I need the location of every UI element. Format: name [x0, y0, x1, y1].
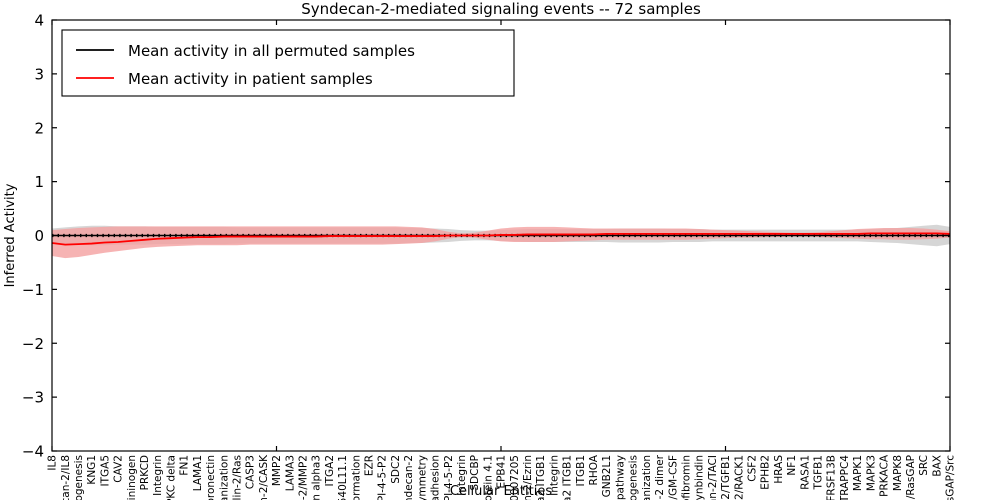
x-category-label: Syndecan-2/Ezrin	[522, 455, 534, 500]
x-category-label: Syndecan-2/Fibronectin	[205, 455, 217, 500]
x-category-label: Syndecan-2/IL8	[60, 455, 72, 500]
x-category-label: CSF2	[747, 455, 759, 482]
x-category-label: Syndecan-2/Laminin alpha3	[311, 455, 323, 500]
x-category-label: RASA1	[799, 455, 811, 490]
x-category-label: Syndecan-2/Syntenin/PI-4-5-P2	[443, 455, 455, 500]
y-tick-label: −1	[22, 281, 44, 299]
x-category-label: TRAPPC4	[839, 455, 851, 500]
legend-label-1: Mean activity in all permuted samples	[128, 42, 415, 60]
patient-mean-line	[51, 232, 951, 246]
x-axis-label: Cellular Entities	[450, 484, 552, 499]
y-tick-label: −3	[22, 389, 44, 407]
x-category-label: Syndecan-2/Kininogen	[126, 455, 138, 500]
x-category-label: PRKCD	[139, 455, 151, 490]
x-category-label: SDCBP	[469, 455, 481, 491]
x-category-label: TNFRSF13B	[826, 455, 838, 500]
x-category-label: LAMA3	[284, 455, 296, 491]
x-category-label: HRAS	[773, 455, 785, 484]
x-category-label: BAX	[931, 455, 943, 477]
x-category-label: Syndecan-2/MMP2	[298, 455, 310, 500]
x-category-label: ITGB1	[575, 455, 587, 487]
x-category-label: Syndecan-2/CASK	[258, 454, 270, 500]
x-category-label: DNA mediated transformation	[350, 455, 362, 500]
y-tick-label: 1	[34, 173, 44, 191]
x-category-label: TGFB1	[813, 455, 825, 490]
x-category-label: calcineurin-NFAT signaling pathway	[614, 455, 626, 500]
x-category-label: SRC	[918, 455, 930, 476]
x-category-label: GO:0007205	[509, 455, 521, 500]
x-category-label: CAV2	[113, 455, 125, 483]
x-category-label: MAPK8	[892, 455, 904, 491]
x-category-label: EPHB2	[760, 455, 772, 490]
x-category-label: Syndecan-2/Synbindin	[694, 455, 706, 500]
legend-box	[61, 29, 515, 97]
x-category-label: positive regulation of cell-cell adhesio…	[430, 455, 442, 500]
x-category-label: Syndecan-2/alpha2/beta1 Integrin	[456, 455, 468, 500]
x-category-label: MAPK3	[865, 455, 877, 491]
x-category-label: ITGA2	[324, 455, 336, 487]
x-category-label: RP11-540L11.1	[337, 455, 349, 500]
x-category-label: actin cytoskeleton reorganization	[218, 455, 230, 500]
x-category-label: FGFR/FGF/Syndecan-2	[403, 455, 415, 500]
x-category-label: Syndecan-2/alpha2 ITGB1	[562, 455, 574, 500]
x-category-label: Syndecan-2/Caveolin-2/Ras	[231, 455, 243, 500]
y-tick-label: −2	[22, 335, 44, 353]
y-tick-label: 0	[34, 227, 44, 245]
x-category-label: PRKACA	[879, 454, 891, 497]
x-category-label: Syndecan-2 dimer	[654, 454, 666, 500]
x-category-label: MMP2	[271, 455, 283, 486]
y-tick-label: −4	[22, 443, 44, 461]
x-category-label: dendrite morphogenesis	[628, 455, 640, 500]
x-category-label: alpha2/beta1 Integrin	[548, 455, 560, 500]
x-category-label: Syndecan-2/PKC delta	[165, 455, 177, 500]
x-category-label: extracellular matrix organization	[641, 455, 653, 500]
x-category-label: SDC2	[390, 455, 402, 484]
x-category-label: KNG1	[86, 455, 98, 485]
x-category-label: FN1	[179, 455, 191, 476]
x-category-label: angiogenesis	[73, 455, 85, 500]
y-tick-label: 4	[34, 12, 44, 30]
x-category-label: EZR	[364, 455, 376, 476]
x-category-label: mol:PI-4-5-P2	[377, 455, 389, 500]
x-category-label: alpha2 ITGB1	[535, 455, 547, 500]
x-category-label: Syndecan-2/Neurofibromin	[680, 455, 692, 500]
x-category-label: Syndecan-2/RasGAP	[905, 455, 917, 500]
x-category-label: MAPK1	[852, 455, 864, 491]
x-category-label: Syndecan-2/TACI	[707, 455, 719, 500]
x-category-label: Syndecan-2/TGFB1	[720, 455, 732, 500]
chart-title: Syndecan-2-mediated signaling events -- …	[301, 0, 701, 18]
x-category-label: GNB2L1	[601, 455, 613, 497]
y-tick-label: 3	[34, 65, 44, 83]
x-category-label: EPB41	[496, 455, 508, 489]
x-category-label: determination of left/right symmetry	[416, 455, 428, 500]
x-category-label: ITGA5	[99, 455, 111, 487]
x-category-label: alpha5/beta1 Integrin	[152, 455, 164, 500]
x-category-label: CASP3	[245, 455, 257, 489]
y-axis-label: Inferred Activity	[3, 183, 18, 287]
x-category-label: Syndecan-2/RasGAP/Src	[945, 455, 957, 500]
x-category-label: IL8	[47, 455, 59, 471]
x-category-label: LAMA1	[192, 455, 204, 491]
x-category-label: Syndecan-2/GM-CSF	[667, 455, 679, 500]
x-category-label: Syndecan-2/RACK1	[733, 455, 745, 500]
x-category-label: Syndecan-2/CASK/Protein 4.1	[482, 455, 494, 500]
x-category-label: RHOA	[588, 454, 600, 485]
x-category-label: NF1	[786, 455, 798, 476]
legend-label-2: Mean activity in patient samples	[128, 70, 373, 88]
y-tick-label: 2	[34, 119, 44, 137]
